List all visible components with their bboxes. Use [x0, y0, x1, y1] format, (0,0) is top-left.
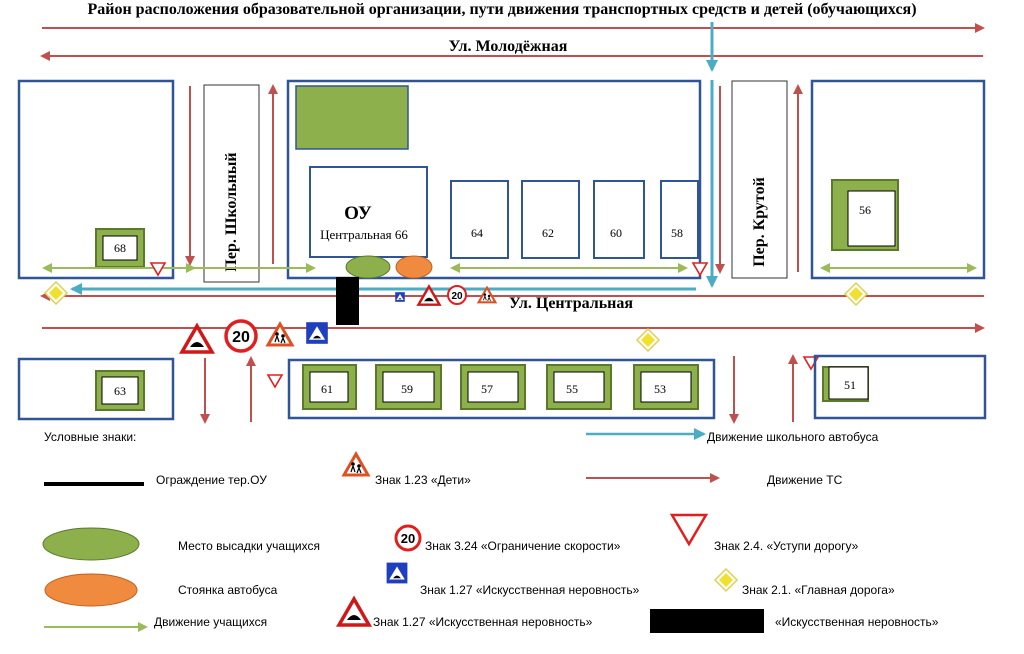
legend-bus-movement: Движение школьного автобуса: [707, 430, 879, 444]
block-top-left: [17, 79, 175, 280]
main-road-sign-2: [844, 282, 868, 306]
house-56-number: 56: [859, 203, 871, 217]
legend-bump-sign-triangle: Знак 1.27 «Искусственная неровность»: [373, 615, 593, 629]
school-fence-bump: [336, 277, 359, 325]
bump-sign-large-triangle: [180, 324, 214, 354]
page-title: Район расположения образовательной орган…: [87, 1, 916, 18]
block-bottom-left: [17, 357, 175, 421]
legend-title: Условные знаки:: [44, 430, 136, 444]
school-address: Центральная 66: [320, 227, 408, 242]
house-57-number: 57: [481, 382, 493, 396]
dropoff-area: [345, 255, 391, 279]
house-53-number: 53: [654, 382, 666, 396]
bump-sign-small-square: [395, 292, 405, 302]
house-62-number: 62: [542, 226, 554, 240]
street-label-shkolny: Пер. Школьный: [223, 152, 240, 271]
house-60: [593, 180, 645, 259]
legend-vehicle-movement: Движение ТС: [767, 473, 843, 487]
house-60-number: 60: [610, 226, 622, 240]
street-label-krutoy: Пер. Крутой: [751, 177, 768, 267]
legend-yield-sign: Знак 2.4. «Уступи дорогу»: [714, 539, 859, 553]
legend-bus-stop-symbol: [44, 573, 138, 607]
legend-main-road-icon: [714, 568, 738, 592]
legend-fence: Ограждение тер.ОУ: [156, 473, 267, 487]
yield-sign-2: [692, 262, 708, 276]
block-bottom-middle: [287, 358, 716, 420]
house-63-number: 63: [114, 384, 126, 398]
house-68-number: 68: [114, 241, 126, 255]
legend-speed-icon-value: 20: [401, 531, 415, 546]
speed-sign-large-value: 20: [232, 329, 250, 346]
legend-students-movement: Движение учащихся: [154, 615, 267, 629]
block-school-territory: [286, 79, 702, 280]
house-64: [450, 180, 509, 259]
house-62: [521, 180, 580, 259]
yield-sign-3: [267, 374, 283, 388]
legend-main-road: Знак 2.1. «Главная дорога»: [742, 583, 895, 597]
lane-krutoy: [731, 80, 788, 279]
house-55-number: 55: [566, 382, 578, 396]
bottom-houses: 61 59 57 55 53: [302, 364, 699, 410]
legend-fence-symbol: [44, 482, 144, 486]
speed-sign-large: 20: [224, 319, 258, 353]
street-label-tsentralnaya: Ул. Центральная: [509, 295, 633, 312]
block-top-right: [810, 79, 986, 280]
house-58: [660, 180, 699, 259]
bump-sign-large-square: [306, 322, 328, 344]
block-bottom-right: [813, 354, 987, 420]
house-51-number: 51: [844, 378, 856, 392]
legend-dropoff: Место высадки учащихся: [178, 539, 320, 553]
speed-sign-small: 20: [447, 285, 467, 305]
main-road-sign-1: [44, 281, 68, 305]
legend-bump: «Искусственная неровность»: [775, 615, 939, 629]
street-label-molodezhnaya: Ул. Молодёжная: [449, 38, 568, 55]
legend-bus-stop: Стоянка автобуса: [178, 583, 278, 597]
legend-bump-sign-square: Знак 1.27 «Искусственная неровность»: [420, 583, 640, 597]
legend-dropoff-symbol: [42, 527, 140, 561]
legend-children-sign: Знак 1.23 «Дети»: [375, 473, 471, 487]
legend-yield-icon: [669, 513, 709, 547]
legend-children-icon: [342, 452, 370, 477]
house-58-number: 58: [671, 226, 683, 240]
house-64-number: 64: [471, 226, 483, 240]
legend-speed-sign: Знак 3.24 «Ограничение скорости»: [425, 539, 621, 553]
speed-sign-small-value: 20: [451, 291, 463, 302]
house-59-number: 59: [401, 382, 413, 396]
school-green-area: [295, 85, 409, 150]
main-road-sign-3: [636, 328, 660, 352]
legend-bump-symbol: [650, 609, 764, 633]
school-label: ОУ: [344, 203, 372, 224]
legend-speed-icon: 20: [394, 524, 422, 552]
house-61-number: 61: [321, 382, 333, 396]
lane-shkolny: [203, 84, 260, 283]
legend-bump-triangle-icon: [337, 597, 371, 627]
bus-stop-area: [395, 255, 433, 279]
legend-bump-square-icon: [386, 562, 408, 584]
